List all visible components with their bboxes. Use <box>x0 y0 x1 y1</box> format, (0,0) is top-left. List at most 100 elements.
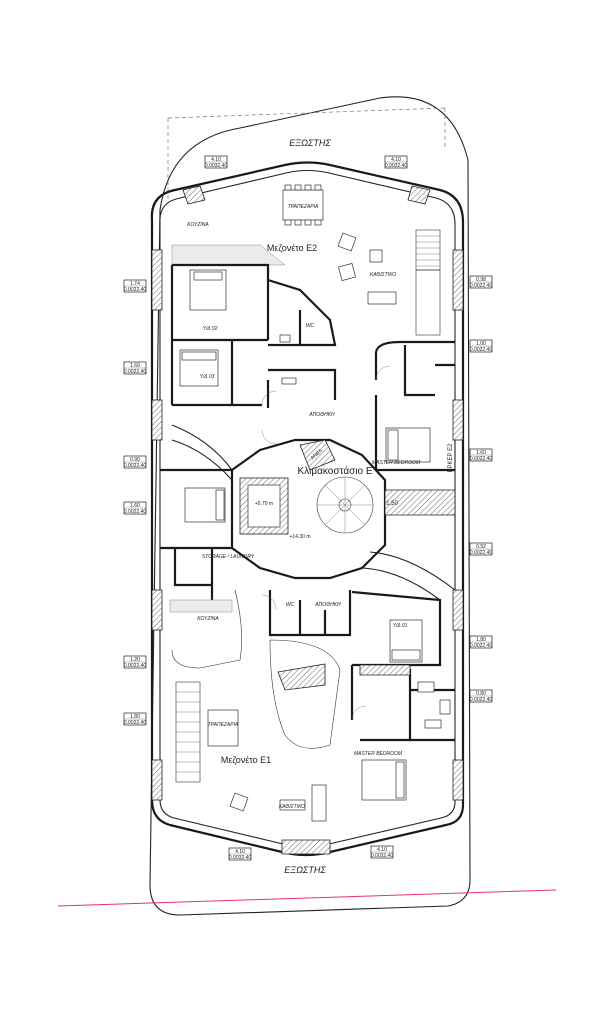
e1-bath-fixtures <box>417 681 451 729</box>
e1-master-bed-pillows <box>395 761 405 799</box>
top-bay-hatch <box>182 185 431 205</box>
window-tag: 1.74 0.0022.40 <box>123 279 147 293</box>
building-outer-wall <box>150 161 465 857</box>
wall-hatch-right-1 <box>452 249 464 311</box>
wall-hatch-left-2 <box>151 399 163 441</box>
e1-kitchen-counter <box>169 599 233 613</box>
core-outline <box>230 438 387 580</box>
e1-living-curve <box>269 639 341 749</box>
window-tag-height: 0.0022.40 <box>470 347 492 353</box>
lift-landing-hatch <box>299 439 336 471</box>
e1-armchairs <box>229 792 249 812</box>
e2-stair-top <box>415 229 441 336</box>
lift-car <box>247 484 281 528</box>
window-tag-height: 0.0022.40 <box>124 509 146 515</box>
label-elev-small: +5.70 m <box>255 501 273 507</box>
window-tag-height: 0.0022.40 <box>124 287 146 293</box>
label-storage-bottom: ΑΠΟΘΗΚΗ <box>314 602 341 608</box>
window-tag-width: 0.98 <box>476 277 486 283</box>
label-exostis-top: ΕΞΩΣΤΗΣ <box>289 138 331 148</box>
label-dining-top: ΤΡΑΠΕΖΑΡΙΑ <box>288 204 319 210</box>
site-outline <box>149 96 471 916</box>
label-master-bottom: MASTER BEDROOM <box>354 751 403 757</box>
window-tag: 4.10 0.0032.40 <box>204 155 228 169</box>
window-tag-width: 1.74 <box>130 281 140 287</box>
label-living-bottom: ΚΑΘΙΣΤΙΚΟ <box>279 804 305 810</box>
e2-dining-table <box>282 189 324 221</box>
window-tag-width: 4.10 <box>377 847 387 853</box>
e1-bedroom-walls <box>350 590 455 742</box>
label-erker: ΕΡΚΕΡ Ε2 <box>448 443 454 473</box>
e1-bed-1-pillows <box>391 649 421 661</box>
label-storage-laundry: STORAGE / LAUNDRY <box>202 554 255 560</box>
window-tag-height: 0.0032.40 <box>205 163 227 169</box>
window-tag: 1.80 0.0022.40 <box>123 712 147 726</box>
window-tag-width: 1.20 <box>130 657 140 663</box>
label-wc-bottom: WC <box>286 602 295 608</box>
label-living-top: ΚΑΘΙΣΤΙΚΟ <box>370 272 396 278</box>
window-tag-height: 0.0022.40 <box>470 283 492 289</box>
wall-hatch-right-2 <box>452 399 464 441</box>
window-tag-width: 1.80 <box>130 714 140 720</box>
window-tag-height: 0.0022.40 <box>124 663 146 669</box>
e1-stair <box>175 681 201 783</box>
window-tag: 4.10 0.0032.40 <box>228 847 252 861</box>
label-bedroom-2: Υ/Δ 02 <box>203 326 218 332</box>
window-tag-width: 0.80 <box>476 691 486 697</box>
window-tag-width: 0.90 <box>130 457 140 463</box>
window-tag-height: 0.0022.40 <box>124 463 146 469</box>
e2-sofa <box>367 291 397 305</box>
corridor-lower-right <box>361 551 456 601</box>
e2-bed-2-pillows <box>193 271 223 281</box>
wall-hatch-right-3 <box>452 589 464 631</box>
window-tag-height: 0.0032.40 <box>371 853 393 859</box>
label-bedroom-3: Υ/Δ 03 <box>200 374 215 380</box>
wall-hatch-right-4 <box>452 759 464 801</box>
left-mid-bed-pillows <box>215 489 225 521</box>
window-tag: 0.98 0.0022.40 <box>469 275 493 289</box>
window-tag: 4.10 0.0032.40 <box>370 845 394 859</box>
window-tag-width: 1.60 <box>130 363 140 369</box>
window-tag-height: 0.0032.40 <box>229 855 251 861</box>
window-tag: 1.00 0.0022.40 <box>469 339 493 353</box>
label-kitchen-top: ΚΟΥΖΙΝΑ <box>187 222 209 228</box>
window-tag-width: 4.10 <box>235 849 245 855</box>
window-tag-width: 1.80 <box>476 637 486 643</box>
wall-hatch-left-1 <box>151 249 163 311</box>
label-kitchen-bottom: ΚΟΥΖΙΝΑ <box>197 616 219 622</box>
window-tag-height: 0.0022.40 <box>470 643 492 649</box>
window-tag-height: 0.0022.40 <box>124 720 146 726</box>
label-storage-top: ΑΠΟΘΗΚΗ <box>308 412 335 418</box>
door-swings <box>261 365 391 721</box>
window-tag-height: 0.0022.40 <box>470 456 492 462</box>
label-dining-bottom: ΤΡΑΠΕΖΑΡΙΑ <box>208 722 239 728</box>
window-tag: 1.60 0.0022.40 <box>123 361 147 375</box>
e1-wc-walls <box>268 590 352 637</box>
bottom-bay-hatch <box>281 839 331 855</box>
wall-hatch-left-4 <box>151 759 163 801</box>
label-elev-upper: +14.30 m <box>290 534 311 540</box>
window-tag-height: 0.0022.40 <box>470 697 492 703</box>
window-tag: 1.60 0.0022.40 <box>123 501 147 515</box>
e2-dining-chairs <box>284 184 322 226</box>
e1-core-hatch <box>277 663 326 691</box>
label-stairwell: Κλιμακοστάσιο Ε <box>297 465 372 477</box>
window-tag: 1.60 0.0022.40 <box>469 448 493 462</box>
window-tag-height: 0.0022.40 <box>470 550 492 556</box>
e1-sofa <box>311 784 327 822</box>
right-lower-hatch <box>359 664 411 676</box>
e2-armchairs <box>337 232 383 282</box>
corridor-right <box>384 489 456 516</box>
label-wc-top: WC <box>306 323 315 329</box>
e2-wc-fixtures <box>279 334 297 385</box>
building-inner-wall <box>159 169 456 848</box>
window-tag-height: 0.0032.40 <box>385 163 407 169</box>
e2-master-bed-pillows <box>387 429 399 461</box>
window-tag-width: 4.10 <box>211 157 221 163</box>
window-tag: 1.20 0.0022.40 <box>123 655 147 669</box>
e2-bed-3-pillows <box>181 351 217 361</box>
window-tag: 0.92 0.0022.40 <box>469 542 493 556</box>
label-exostis-bottom: ΕΞΩΣΤΗΣ <box>284 865 326 875</box>
window-tags: 4.10 0.0032.40 4.10 0.0032.40 1.74 0.002… <box>123 155 493 861</box>
